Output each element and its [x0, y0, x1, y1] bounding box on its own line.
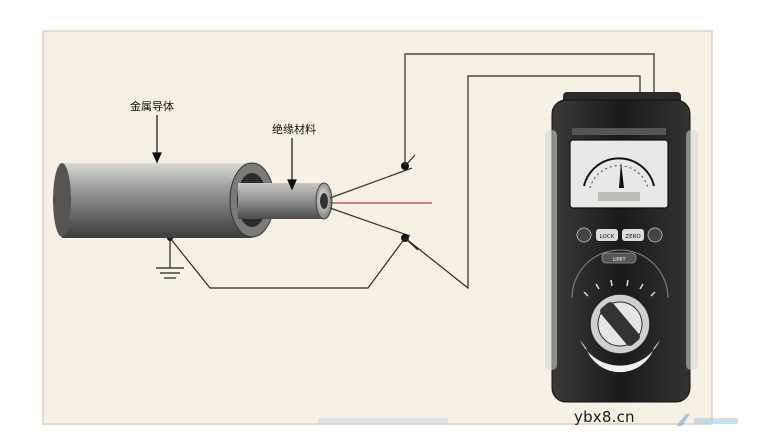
- metal-conductor-label: 金属导体: [130, 99, 174, 113]
- zero-button[interactable]: [622, 229, 644, 241]
- protruding-conductors: [329, 167, 432, 237]
- site-watermark: ybx8.cn: [574, 408, 635, 426]
- model-strip: [572, 128, 666, 135]
- label-arrows: [152, 115, 297, 191]
- limit-button-label: LIMIT: [612, 257, 626, 263]
- insulation-sleeve: [238, 182, 333, 220]
- lock-button[interactable]: [596, 229, 618, 241]
- rotary-selector-dial[interactable]: [571, 249, 669, 373]
- ground-symbol: [156, 238, 184, 279]
- left-round-button[interactable]: [576, 227, 592, 243]
- insulation-material-label: 绝缘材料: [272, 122, 316, 136]
- insulation-tester: LOCK ZERO LIMIT: [545, 92, 698, 403]
- zero-button-label: ZERO: [625, 234, 641, 240]
- right-round-button[interactable]: [647, 227, 663, 243]
- site-logo-mark: [676, 414, 738, 426]
- faint-watermark-strip: [318, 418, 448, 424]
- meter-display: [569, 139, 669, 209]
- dial-ticks: [583, 279, 656, 297]
- lock-button-label: LOCK: [600, 234, 615, 240]
- limit-button[interactable]: [601, 252, 637, 264]
- test-lead-wiring: [169, 53, 655, 290]
